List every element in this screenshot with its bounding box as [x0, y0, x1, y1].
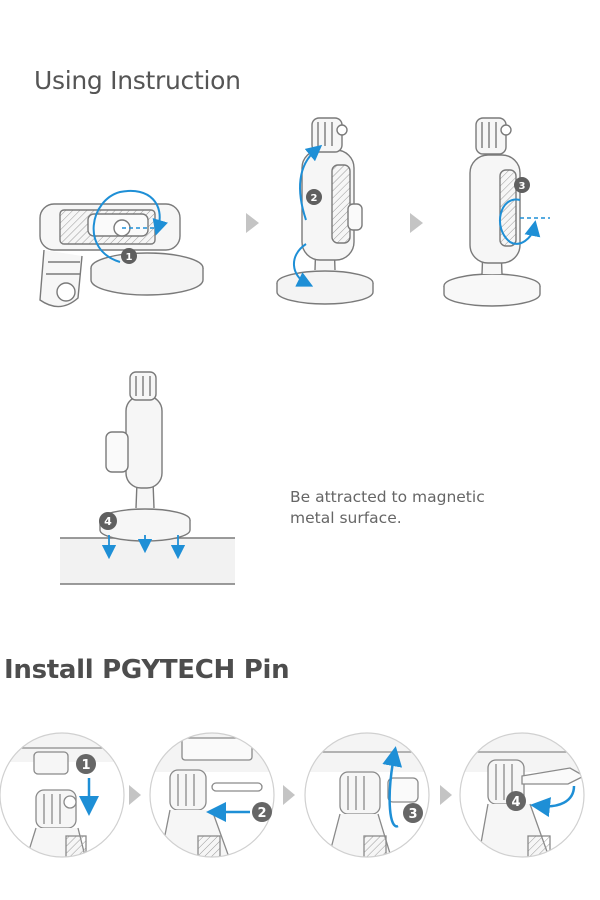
step1-illustration [39, 189, 204, 308]
section-title-install-pin: Install PGYTECH Pin [4, 655, 290, 685]
pin-badge-4: 4 [506, 791, 526, 811]
next-step-arrow [246, 213, 259, 233]
svg-text:3: 3 [519, 181, 526, 192]
svg-text:4: 4 [511, 795, 520, 810]
step-badge-1: 1 [121, 248, 137, 264]
svg-text:1: 1 [81, 758, 90, 773]
step4-illustration [60, 371, 235, 585]
section-title-using-instruction: Using Instruction [34, 66, 241, 95]
pin-step4-illustration [459, 732, 585, 858]
pin-badge-3: 3 [403, 803, 423, 823]
svg-text:3: 3 [408, 807, 417, 822]
next-step-arrow [283, 785, 295, 805]
pin-badge-1: 1 [76, 754, 96, 774]
svg-text:2: 2 [311, 193, 318, 204]
step3-illustration [443, 117, 550, 307]
svg-text:1: 1 [126, 252, 133, 263]
next-step-arrow [440, 785, 452, 805]
next-step-arrow [129, 785, 141, 805]
pin-step3-illustration [304, 732, 430, 858]
pin-step2-illustration [149, 732, 275, 858]
magnetic-caption: Be attracted to magnetic metal surface. [290, 487, 485, 529]
caption-line-2: metal surface. [290, 509, 402, 527]
step-badge-3: 3 [514, 177, 530, 193]
svg-text:2: 2 [257, 806, 266, 821]
pin-badge-2: 2 [252, 802, 272, 822]
step-badge-2: 2 [306, 189, 322, 205]
svg-text:4: 4 [104, 515, 112, 528]
caption-line-1: Be attracted to magnetic [290, 488, 485, 506]
pin-step1-illustration [0, 732, 125, 858]
magnet-pull-arrows [101, 535, 186, 560]
step-badge-4: 4 [99, 512, 117, 530]
next-step-arrow [410, 213, 423, 233]
step2-illustration [276, 117, 374, 305]
